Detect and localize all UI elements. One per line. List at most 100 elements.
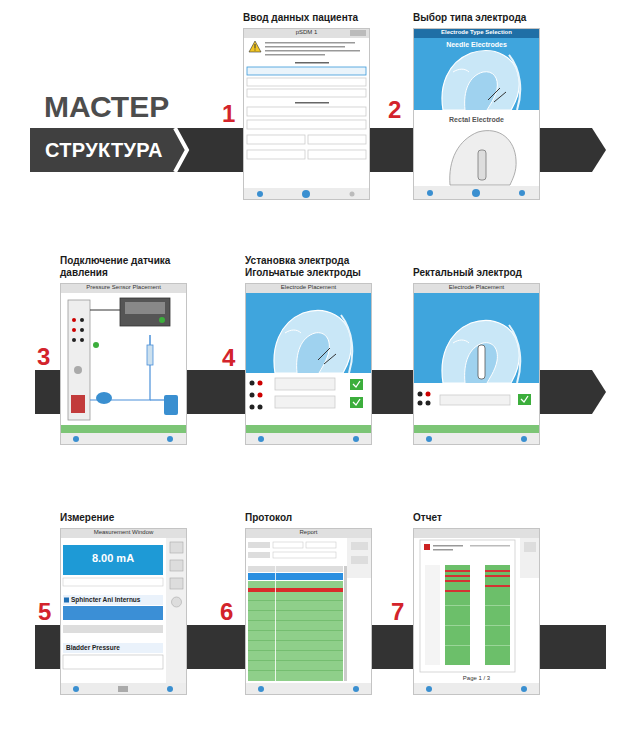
screenshot-rectal-placement — [413, 293, 540, 383]
screenshot-measurement — [170, 578, 183, 589]
screenshot-rectal-placement — [440, 395, 510, 405]
screenshot-patient-form — [265, 46, 345, 48]
screenshot-patient-form — [247, 78, 366, 86]
step-caption: Отчет — [413, 512, 548, 524]
screen-label: Electrode Placement — [245, 284, 372, 292]
screenshot-report — [445, 575, 470, 577]
screenshot-needle-placement — [275, 378, 335, 390]
screenshot-protocol — [248, 620, 343, 622]
screenshot-patient-form — [302, 190, 310, 198]
screenshot-protocol — [248, 552, 270, 558]
screenshot-patient-form — [265, 42, 355, 44]
screenshot-needle-placement — [245, 283, 372, 293]
screenshot-step: Ректальный электрод — [413, 267, 553, 445]
screenshot-pressure-sensor — [125, 302, 165, 314]
screenshot-patient-form — [243, 28, 370, 200]
screenshot-electrode-type — [427, 190, 433, 196]
screenshot-electrode-type — [478, 150, 486, 180]
screenshot-report — [445, 590, 470, 592]
screen-label: Rectal Electrode — [413, 116, 540, 125]
screenshot-needle-placement — [353, 399, 360, 405]
screen-frame — [245, 283, 372, 445]
screenshot-pressure-sensor — [80, 338, 84, 342]
screenshot-electrode-type — [442, 51, 520, 110]
step-caption: Выбор типа электрода — [413, 12, 548, 24]
screenshot-electrode-type — [413, 28, 540, 200]
screenshot-protocol — [248, 650, 343, 652]
screenshot-step: Выбор типа электрода — [413, 12, 553, 200]
screenshot-needle-placement — [324, 354, 336, 364]
screenshot-protocol — [344, 566, 347, 681]
screenshot-needle-placement — [258, 436, 264, 442]
screenshot-report — [445, 605, 510, 646]
screenshot-measurement — [60, 528, 187, 695]
screenshot-rectal-placement — [521, 396, 528, 402]
screenshot-report — [413, 683, 540, 695]
screenshot-pressure-sensor — [73, 436, 79, 442]
screenshot-measurement — [63, 655, 163, 669]
screenshot-pressure-sensor — [74, 366, 82, 374]
screenshot-pressure-sensor — [72, 338, 76, 342]
screenshot-report — [433, 545, 463, 547]
screenshot-measurement — [60, 683, 187, 695]
screenshot-patient-form — [295, 102, 329, 104]
screenshot-pressure-sensor — [96, 392, 112, 404]
screenshot-needle-placement — [245, 433, 372, 445]
screenshot-needle-placement — [250, 381, 255, 386]
screenshot-rectal-placement — [426, 392, 431, 397]
screenshot-needle-placement — [350, 397, 363, 408]
callout-number: 3 — [37, 345, 50, 369]
screenshot-protocol — [347, 538, 372, 578]
screenshot-report — [521, 686, 527, 692]
screenshot-pressure-sensor — [60, 425, 187, 433]
screenshot-electrode-type — [442, 51, 520, 110]
screenshot-report — [520, 538, 540, 578]
screenshot-report — [424, 544, 430, 550]
screenshot-protocol — [273, 552, 336, 558]
screenshot-measurement — [167, 686, 173, 692]
screenshot-protocol — [245, 528, 372, 695]
screenshot-rectal-placement — [426, 436, 432, 442]
screenshot-pressure-sensor — [60, 283, 187, 293]
callout-number: 4 — [222, 346, 235, 370]
screenshot-measurement — [118, 686, 128, 692]
step-caption: Установка электрода Игольчатые электроды — [245, 255, 380, 279]
screenshot-patient-form — [308, 135, 366, 144]
screenshot-protocol — [306, 542, 336, 548]
step-caption: Ввод данных пациента — [243, 12, 378, 24]
screenshot-patient-form — [243, 188, 370, 200]
screenshot-report — [445, 605, 470, 606]
screenshot-protocol — [248, 566, 343, 572]
screenshot-electrode-type — [472, 189, 480, 197]
screenshot-report — [413, 528, 540, 538]
screenshot-measurement — [63, 595, 163, 605]
screenshot-measurement — [63, 578, 163, 586]
screenshot-patient-form — [247, 120, 366, 129]
screenshot-protocol — [248, 581, 343, 681]
screenshot-patient-form — [247, 67, 366, 75]
screenshot-rectal-placement — [478, 345, 485, 379]
screenshot-measurement — [73, 686, 79, 692]
screenshot-patient-form — [257, 191, 263, 197]
band-texts: СТРУКТУРА — [30, 128, 187, 172]
screenshot-report — [485, 585, 510, 587]
screenshot-pressure-sensor — [93, 342, 99, 348]
band-fill — [30, 128, 187, 172]
screenshot-pressure-sensor — [90, 310, 120, 311]
screenshot-patient-form — [247, 135, 305, 144]
callout-number: 1 — [222, 102, 235, 126]
callout-number: 6 — [220, 600, 233, 624]
screenshot-patient-form — [247, 107, 366, 116]
screen-frame — [413, 283, 540, 445]
band-chevron — [175, 128, 187, 172]
screenshot-measurement — [64, 598, 69, 603]
screenshot-report — [485, 645, 510, 646]
callout-number: 5 — [38, 600, 51, 624]
screenshot-needle-placement — [250, 393, 255, 398]
screenshot-needle-placement — [350, 379, 363, 390]
screenshot-measurement — [170, 560, 183, 571]
screenshot-protocol — [248, 542, 270, 548]
screenshot-rectal-placement — [413, 283, 540, 445]
callout-number: 2 — [388, 98, 401, 122]
